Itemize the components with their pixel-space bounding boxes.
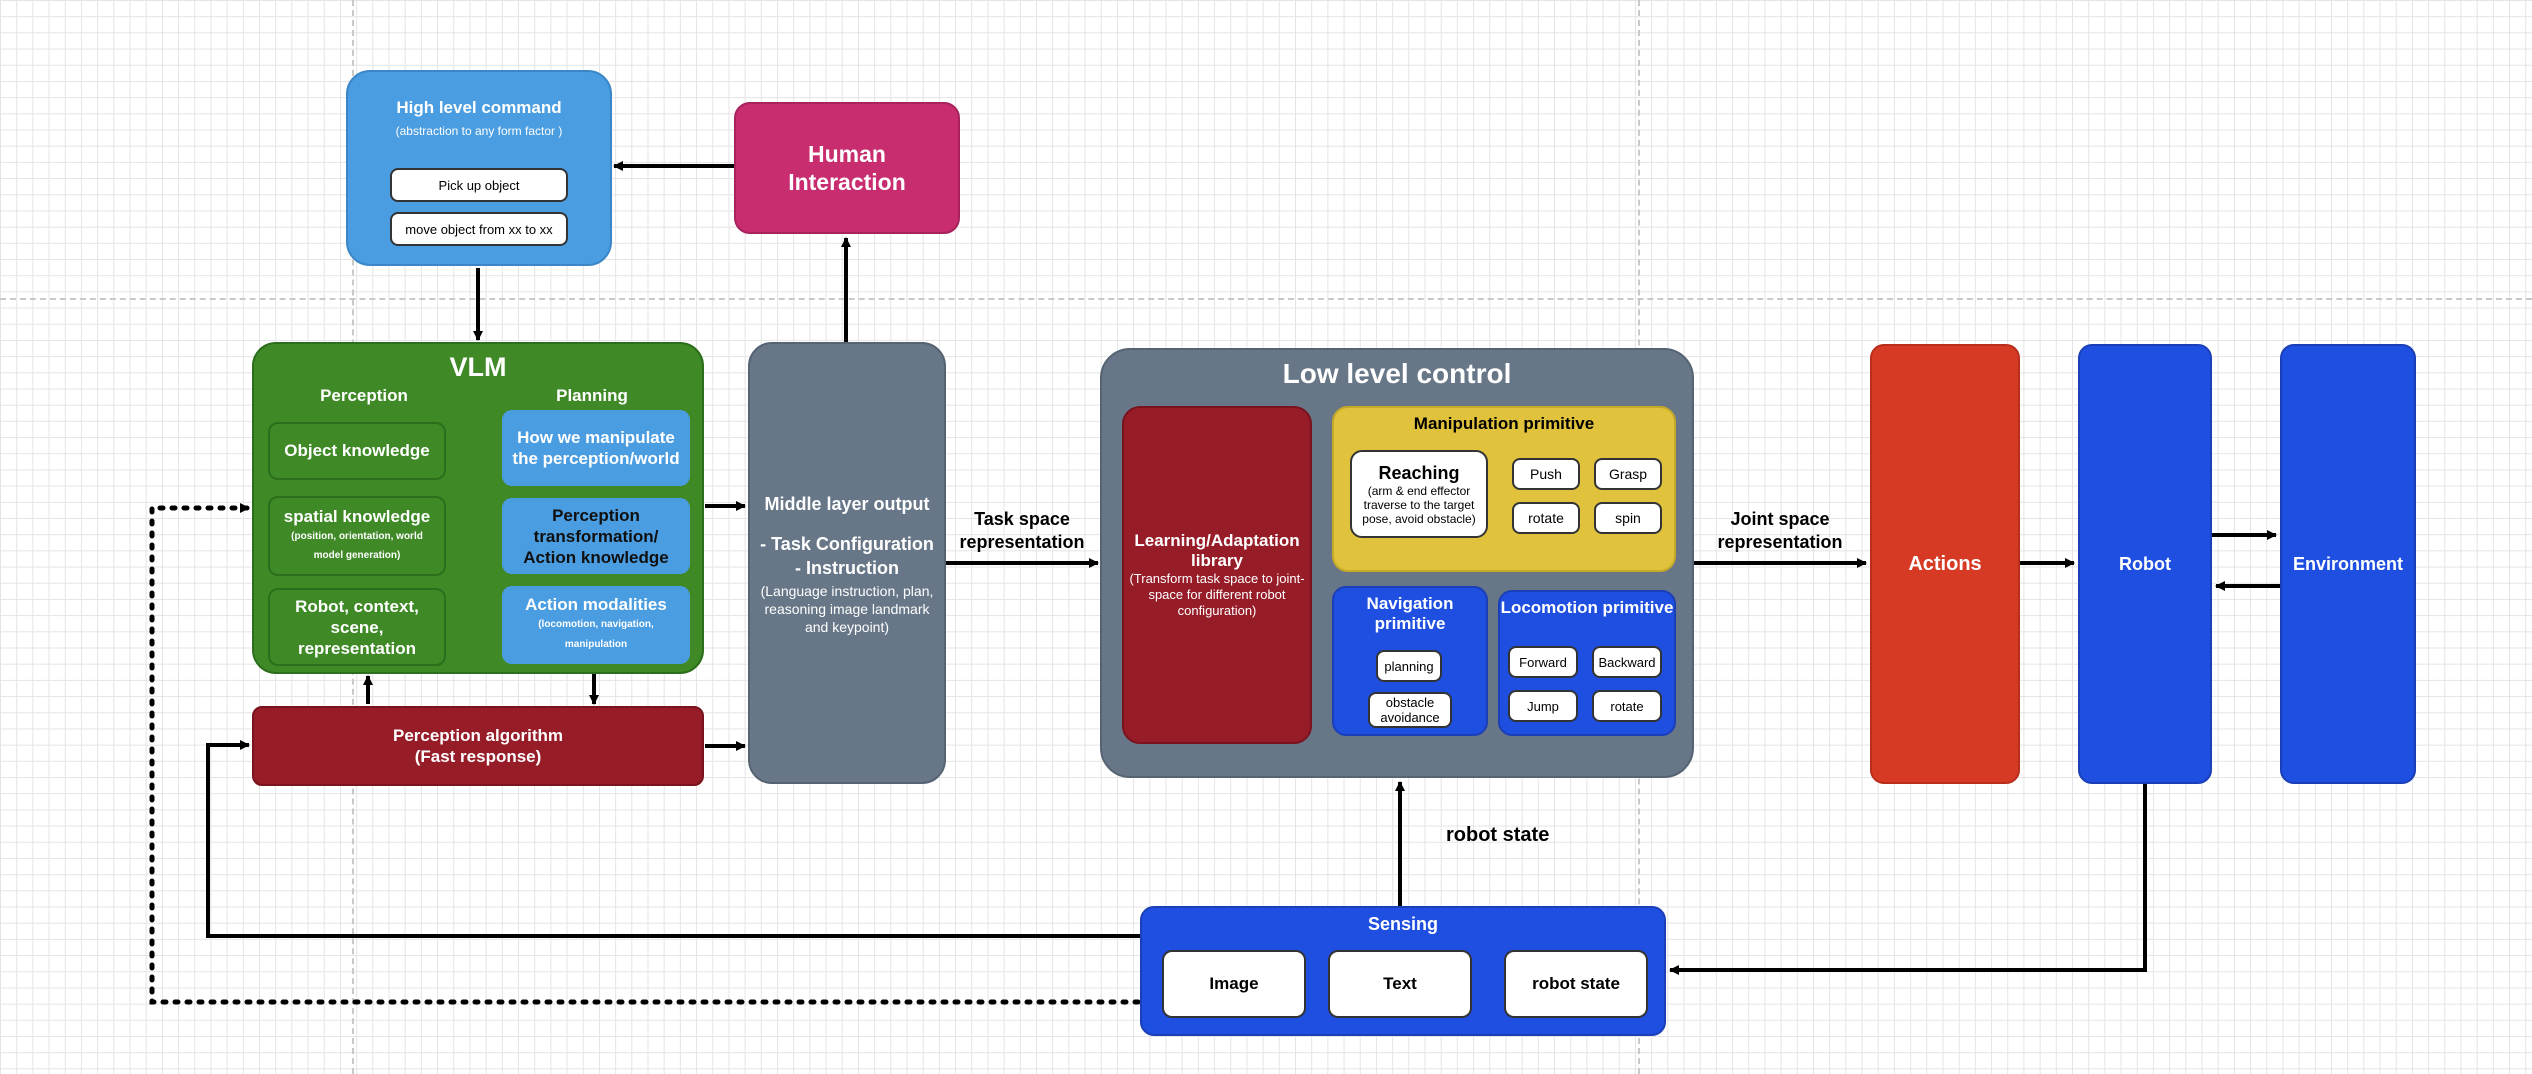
planning-button: planning (1376, 650, 1442, 682)
environment-box: Environment (2280, 344, 2416, 784)
command-move-object: move object from xx to xx (390, 212, 568, 246)
learning-library-box: Learning/Adaptation library (Transform t… (1122, 406, 1312, 744)
rotate-loco-button: rotate (1592, 690, 1662, 722)
sensing-text-box: Text (1328, 950, 1472, 1018)
learning-library-title: Learning/Adaptation library (1134, 531, 1300, 570)
sensing-title: Sensing (1367, 914, 1438, 934)
actions-label: Actions (1908, 552, 1982, 575)
action-modalities-sub: (locomotion, navigation, manipulation (538, 619, 654, 650)
action-modalities-title: Action modalities (525, 595, 667, 614)
arrow-robot-to-sensing (1669, 784, 2147, 975)
joint-space-label: Joint space representation (1717, 509, 1843, 552)
robot-context-box: Robot, context, scene, representation (268, 588, 446, 666)
navigation-primitive-box: Navigation primitive planning obstacle a… (1332, 586, 1488, 736)
perception-algorithm-title: Perception algorithm (392, 726, 564, 745)
reaching-box: Reaching (arm & end effector traverse to… (1350, 450, 1488, 538)
middle-layer-detail: (Language instruction, plan, reasoning i… (760, 583, 934, 635)
guide-line-horizontal (0, 298, 2532, 300)
perception-transformation-box: Perception transformation/ Action knowle… (502, 498, 690, 574)
obstacle-avoidance-button: obstacle avoidance (1368, 692, 1452, 728)
reaching-title: Reaching (1378, 462, 1460, 483)
low-level-control-panel: Low level control Learning/Adaptation li… (1100, 348, 1694, 778)
reaching-sub: (arm & end effector traverse to the targ… (1362, 483, 1476, 526)
sensing-robot-state-box: robot state (1504, 950, 1648, 1018)
command-pick-up: Pick up object (390, 168, 568, 202)
learning-library-sub: (Transform task space to joint-space for… (1129, 571, 1305, 618)
backward-button: Backward (1592, 646, 1662, 678)
high-level-command-panel: High level command (abstraction to any f… (346, 70, 612, 266)
environment-label: Environment (2292, 553, 2403, 574)
vlm-panel: VLM Perception Planning Object knowledge… (252, 342, 704, 674)
manipulation-primitive-title: Manipulation primitive (1413, 414, 1595, 433)
planning-header: Planning (556, 386, 628, 405)
spin-button: spin (1594, 502, 1662, 534)
human-interaction-label: Human Interaction (788, 141, 906, 195)
spatial-knowledge-box: spatial knowledge (position, orientation… (268, 496, 446, 576)
locomotion-primitive-title: Locomotion primitive (1500, 598, 1674, 617)
robot-box: Robot (2078, 344, 2212, 784)
middle-layer-items: - Task Configuration - Instruction (760, 534, 934, 578)
perception-algorithm-sub: (Fast response) (414, 747, 542, 766)
task-space-label: Task space representation (959, 509, 1085, 552)
object-knowledge-box: Object knowledge (268, 422, 446, 480)
manipulate-perception-box: How we manipulate the perception/world (502, 410, 690, 486)
action-modalities-box: Action modalities (locomotion, navigatio… (502, 586, 690, 664)
sensing-image-box: Image (1162, 950, 1306, 1018)
robot-state-label: robot state (1446, 824, 1550, 846)
perception-algorithm-box: Perception algorithm (Fast response) (252, 706, 704, 786)
grasp-button: Grasp (1594, 458, 1662, 490)
spatial-knowledge-title: spatial knowledge (283, 507, 431, 526)
human-interaction-box: Human Interaction (734, 102, 960, 234)
actions-box: Actions (1870, 344, 2020, 784)
arrow-sensing-to-vlm-dotted (149, 503, 1141, 1005)
low-level-title: Low level control (1282, 358, 1512, 389)
vlm-title: VLM (449, 352, 507, 382)
middle-layer-box: Middle layer output - Task Configuration… (748, 342, 946, 784)
sensing-panel: Sensing Image Text robot state (1140, 906, 1666, 1036)
manipulation-primitive-box: Manipulation primitive Reaching (arm & e… (1332, 406, 1676, 572)
forward-button: Forward (1508, 646, 1578, 678)
high-level-subtitle: (abstraction to any form factor ) (395, 124, 563, 138)
rotate-manip-button: rotate (1512, 502, 1580, 534)
navigation-primitive-title: Navigation primitive (1366, 594, 1454, 633)
spatial-knowledge-sub: (position, orientation, world model gene… (291, 531, 423, 561)
push-button: Push (1512, 458, 1580, 490)
arrow-sensing-to-algo (206, 740, 1140, 938)
perception-header: Perception (320, 386, 408, 405)
high-level-title: High level command (396, 98, 562, 117)
jump-button: Jump (1508, 690, 1578, 722)
middle-layer-title: Middle layer output (764, 494, 930, 514)
locomotion-primitive-box: Locomotion primitive Forward Backward Ju… (1498, 590, 1676, 736)
robot-label: Robot (2119, 553, 2171, 574)
